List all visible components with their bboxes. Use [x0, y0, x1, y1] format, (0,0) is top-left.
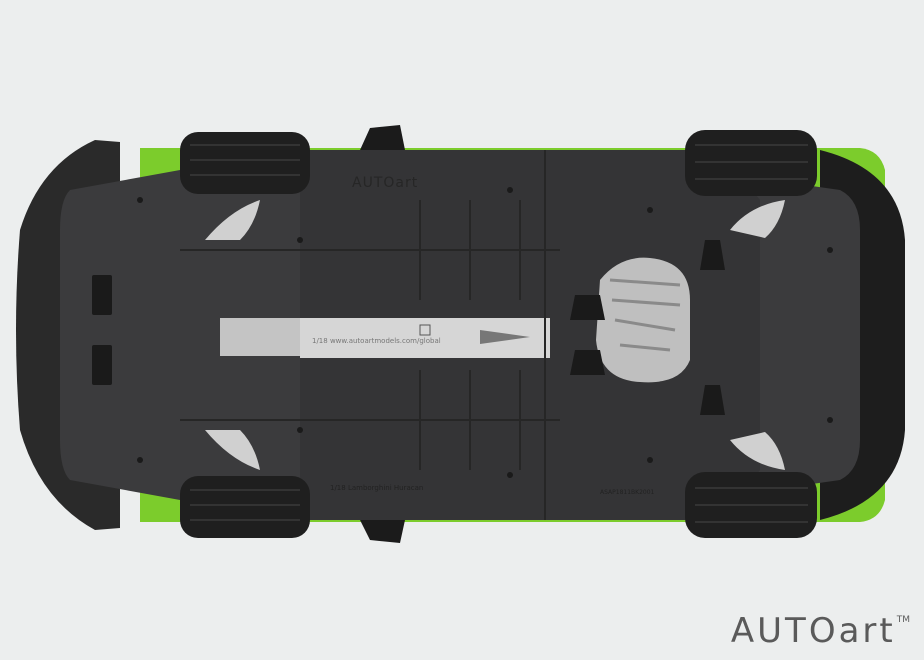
rivets	[137, 187, 833, 478]
engine-block	[596, 257, 690, 383]
autoart-logo: AUTOartTM	[731, 614, 910, 648]
panel-details	[92, 240, 725, 415]
front-left-wheel	[180, 132, 310, 240]
logo-wordmark: AUTOart	[730, 611, 896, 651]
chassis-model-label: 1/18 Lamborghini Huracan	[330, 484, 423, 492]
chassis-code-label: ASAP1811BK2001	[600, 489, 655, 496]
rear-left-wheel	[685, 130, 817, 238]
rear-right-wheel	[685, 432, 817, 538]
chassis-brand-mark: AUTOart	[352, 175, 418, 191]
trademark-symbol: TM	[896, 615, 910, 625]
chassis-web-label: 1/18 www.autoartmodels.com/global	[312, 337, 441, 345]
front-right-wheel	[180, 430, 310, 538]
